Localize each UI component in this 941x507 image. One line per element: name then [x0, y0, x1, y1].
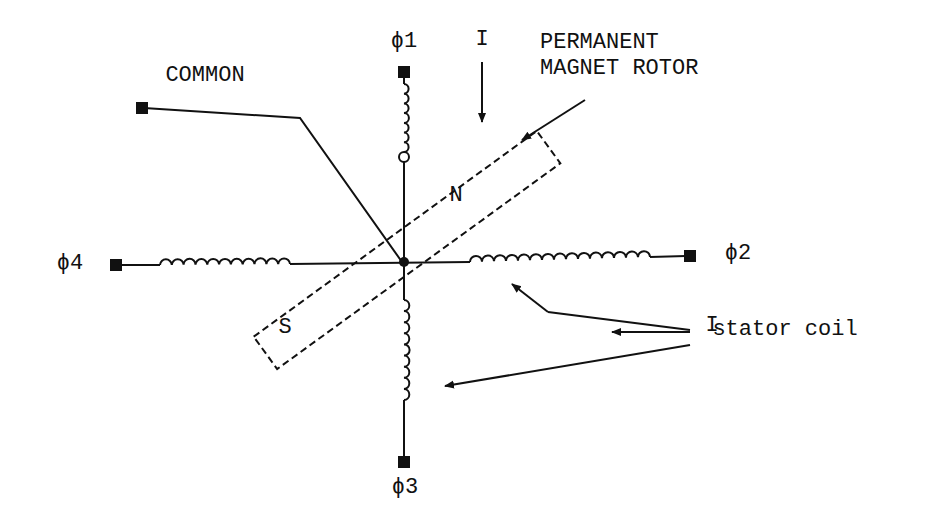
callout-label: stator coil	[712, 317, 857, 343]
phase-label: ϕ1	[391, 29, 417, 55]
current-label: I	[475, 27, 488, 53]
coil-winding	[404, 84, 409, 152]
stator-coils	[160, 84, 650, 400]
lead-wire	[403, 162, 405, 300]
terminal	[398, 456, 410, 468]
coil-winding	[404, 300, 410, 400]
coil-tap	[399, 152, 409, 162]
coil-winding	[160, 258, 290, 265]
lead-wire	[403, 400, 405, 458]
terminal	[136, 102, 148, 114]
current-arrow	[481, 62, 483, 122]
terminal	[398, 66, 410, 78]
phase-label: ϕ2	[725, 241, 751, 267]
pole-label: N	[449, 183, 462, 209]
leader-line	[548, 312, 690, 330]
lead-wire	[120, 264, 160, 266]
lead-wire	[650, 256, 686, 257]
lead-wire	[290, 262, 470, 264]
leader-line	[522, 100, 585, 140]
terminal-label: COMMON	[165, 63, 244, 89]
terminal	[110, 259, 122, 271]
center-junction	[399, 257, 409, 267]
terminal	[684, 250, 696, 262]
coil-winding	[470, 251, 650, 262]
current-arrow	[612, 331, 690, 333]
phase-label: ϕ3	[392, 475, 418, 501]
leader-line	[445, 345, 690, 386]
leader-line	[512, 284, 548, 312]
phase-label: ϕ4	[57, 251, 83, 277]
rotor-label: PERMANENT MAGNET ROTOR	[540, 30, 740, 83]
common-wire	[144, 108, 402, 262]
pole-label: S	[278, 315, 291, 341]
